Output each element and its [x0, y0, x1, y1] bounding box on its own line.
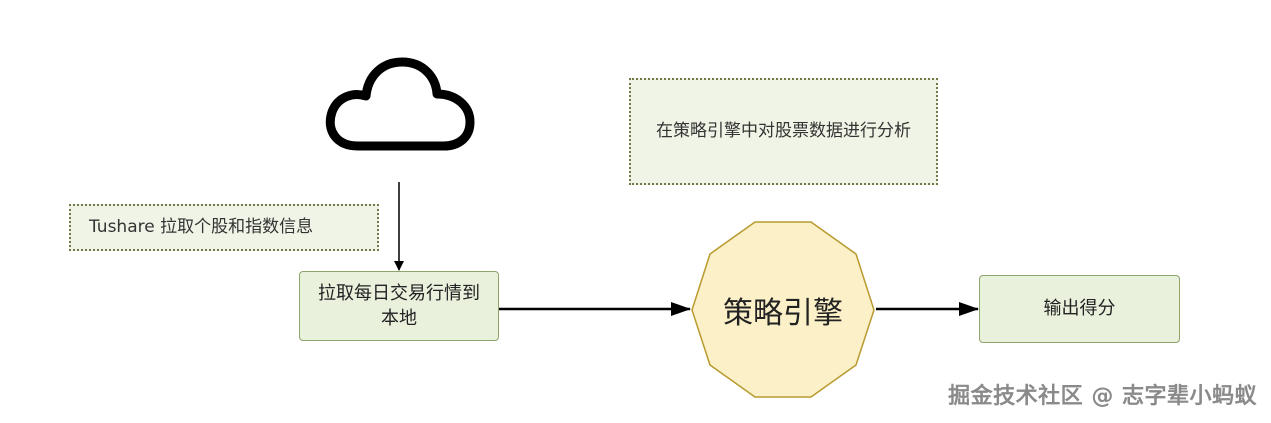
strategy-engine-node: 策略引擎 — [688, 222, 878, 398]
fetch-daily-quotes-label: 拉取每日交易行情到本地 — [318, 282, 480, 329]
tushare-note-label: Tushare 拉取个股和指数信息 — [89, 216, 314, 237]
fetch-daily-quotes-box: 拉取每日交易行情到本地 — [299, 271, 499, 341]
engine-decagon — [691, 221, 875, 398]
tushare-note: Tushare 拉取个股和指数信息 — [69, 204, 379, 251]
output-score-label: 输出得分 — [1043, 298, 1116, 320]
cloud-icon — [325, 57, 475, 151]
analysis-note-label: 在策略引擎中对股票数据进行分析 — [656, 120, 911, 141]
output-score-box: 输出得分 — [979, 275, 1180, 343]
watermark: 掘金技术社区 @ 志字辈小蚂蚁 — [948, 384, 1257, 409]
analysis-note: 在策略引擎中对股票数据进行分析 — [629, 78, 938, 185]
strategy-engine-label: 策略引擎 — [723, 296, 843, 331]
